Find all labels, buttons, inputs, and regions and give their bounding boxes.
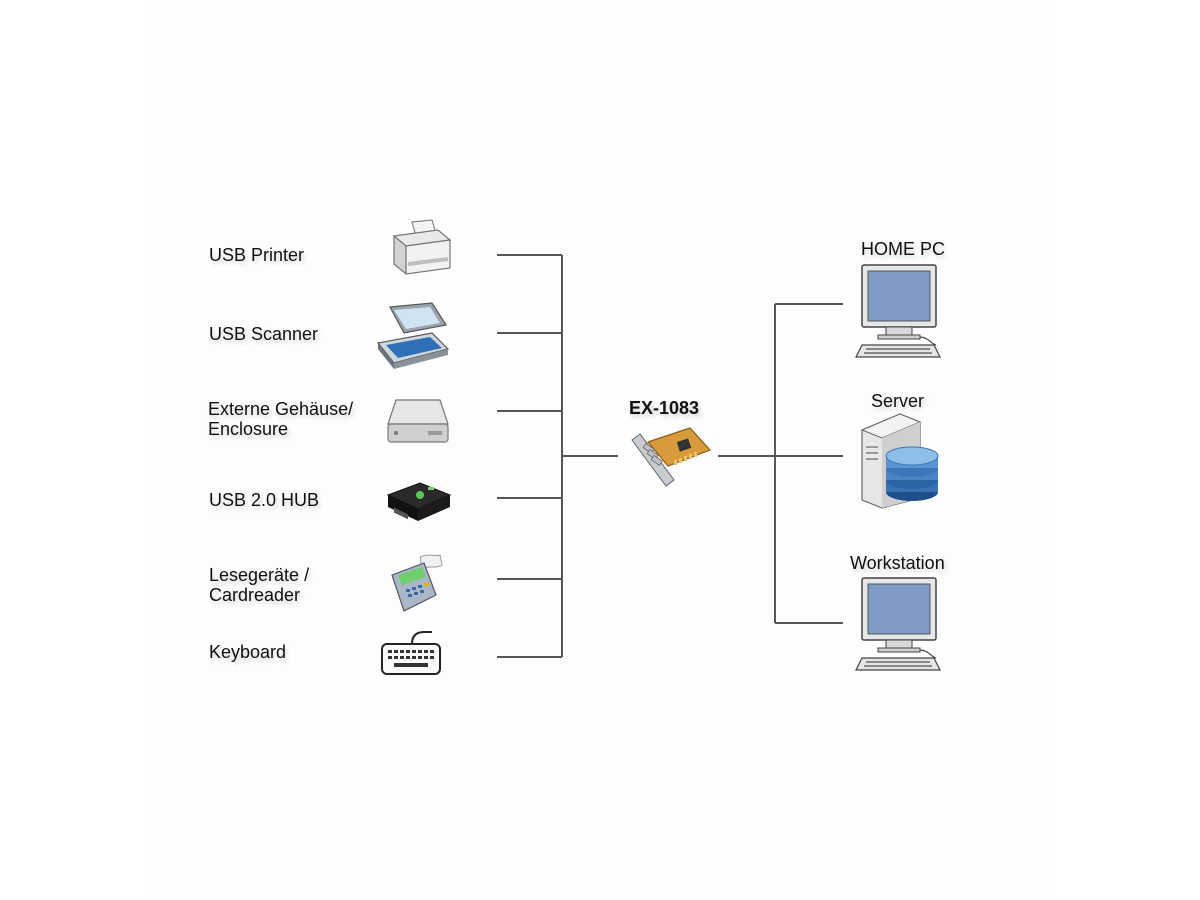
computer-icon (855, 576, 942, 674)
device-label-enclosure-line2: Enclosure (208, 419, 289, 439)
computer-icon (855, 263, 942, 361)
device-label-enclosure-line1: Externe Gehäuse/ (208, 399, 354, 419)
device-label-scanner: USB Scanner (209, 324, 319, 344)
host-label-server: Server (871, 391, 925, 411)
host-label-homepc: HOME PC (861, 239, 946, 259)
device-label-enclosure: Externe Gehäuse/ Enclosure (208, 399, 353, 439)
device-label-keyboard: Keyboard (209, 642, 287, 662)
device-label-hub: USB 2.0 HUB (209, 490, 320, 510)
device-label-cardreader-line2: Cardreader (209, 585, 301, 605)
printer-icon (388, 218, 452, 280)
server-icon (860, 412, 940, 510)
card-label: EX-1083 (629, 398, 700, 418)
usb-hub-icon (384, 481, 452, 525)
card-reader-icon (384, 553, 444, 615)
device-label-printer: USB Printer (209, 245, 305, 265)
hard-drive-icon (386, 398, 450, 446)
host-label-workstation: Workstation (850, 553, 945, 573)
device-label-cardreader: Lesegeräte / Cardreader (209, 565, 309, 605)
pci-usb-card-icon (630, 427, 712, 487)
device-label-cardreader-line1: Lesegeräte / (209, 565, 310, 585)
keyboard-icon (380, 628, 442, 678)
scanner-icon (376, 302, 450, 373)
